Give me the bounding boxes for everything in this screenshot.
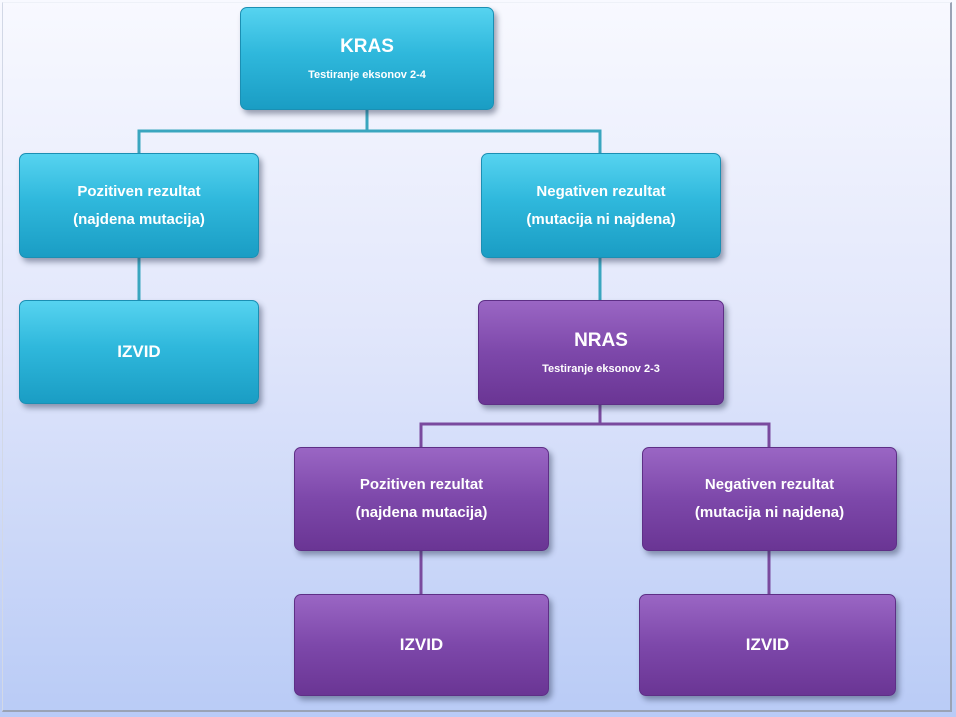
nras-negative-detail: (mutacija ni najdena) — [694, 504, 845, 521]
nras-negative-report-node: IZVID — [639, 594, 896, 696]
kras-positive-node: Pozitiven rezultat (najdena mutacija) — [19, 153, 259, 258]
connector-kras-branches — [137, 110, 369, 153]
nras-node: NRAS Testiranje eksonov 2-3 — [478, 300, 724, 405]
nras-negative-report-label: IZVID — [745, 635, 790, 654]
kras-negative-node: Negativen rezultat (mutacija ni najdena) — [481, 153, 721, 258]
kras-negative-detail: (mutacija ni najdena) — [526, 210, 676, 228]
nras-negative-label: Negativen rezultat — [704, 476, 835, 493]
nras-positive-report-label: IZVID — [399, 635, 444, 654]
kras-node: KRAS Testiranje eksonov 2-4 — [240, 7, 494, 110]
kras-positive-label: Pozitiven rezultat — [77, 182, 201, 200]
nras-subtitle: Testiranje eksonov 2-3 — [542, 362, 660, 375]
kras-report-node: IZVID — [19, 300, 259, 404]
kras-negative-label: Negativen rezultat — [536, 182, 666, 200]
kras-report-label: IZVID — [117, 342, 161, 361]
connector-kras-to-negative — [367, 129, 602, 153]
nras-positive-node: Pozitiven rezultat (najdena mutacija) — [294, 447, 549, 551]
nras-negative-node: Negativen rezultat (mutacija ni najdena) — [642, 447, 897, 551]
nras-positive-report-node: IZVID — [294, 594, 549, 696]
kras-subtitle: Testiranje eksonov 2-4 — [308, 68, 426, 81]
connector-nras-branches — [419, 405, 602, 447]
nras-positive-detail: (najdena mutacija) — [355, 504, 488, 521]
nras-title: NRAS — [574, 329, 628, 351]
connector-nras-to-negative — [600, 422, 771, 447]
kras-positive-detail: (najdena mutacija) — [73, 210, 205, 228]
kras-title: KRAS — [340, 35, 394, 57]
nras-positive-label: Pozitiven rezultat — [359, 476, 484, 493]
